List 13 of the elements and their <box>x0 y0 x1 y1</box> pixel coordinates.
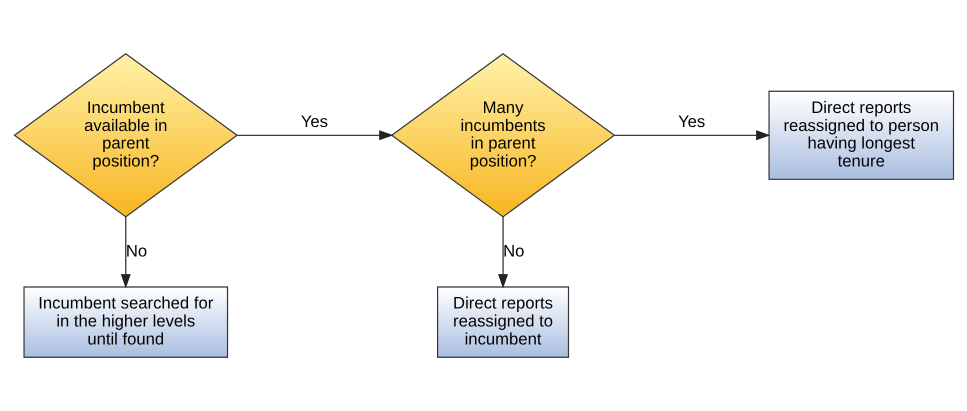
node-box: Direct reports reassigned to incumbent <box>436 286 569 358</box>
node-diamond: Incumbent available in parent position? <box>13 53 238 218</box>
node-box: Direct reports reassigned to person having longest tenure <box>768 90 954 180</box>
arrow <box>614 130 770 140</box>
edge-label: Yes <box>678 112 705 132</box>
edge-label: Yes <box>300 112 328 132</box>
arrow <box>498 216 508 288</box>
edge-label: No <box>502 241 524 260</box>
arrow <box>236 130 393 140</box>
node-diamond: Many incumbents in parent position? <box>390 53 615 218</box>
arrow <box>120 216 130 288</box>
edge-label: No <box>125 241 147 260</box>
node-box: Incumbent searched for in the higher levels until found <box>22 286 228 358</box>
